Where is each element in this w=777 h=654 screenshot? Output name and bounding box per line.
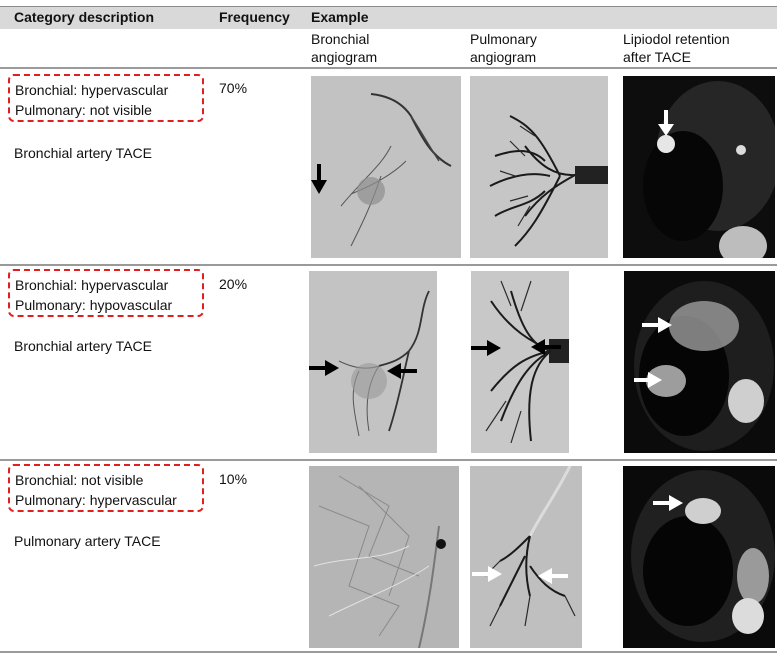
category-pulmonary-label: Pulmonary: hypovascular <box>15 297 173 313</box>
category-pulmonary-label: Pulmonary: hypervascular <box>15 492 177 508</box>
subheader-line: Bronchial <box>311 31 370 47</box>
category-pulmonary-label: Pulmonary: not visible <box>15 102 152 118</box>
subheader-pulmonary-angiogram: Pulmonary angiogram <box>470 30 537 66</box>
frequency-row1: 70% <box>219 80 248 96</box>
category-box-row1: Bronchial: hypervascular Pulmonary: not … <box>8 74 204 122</box>
category-box-row2: Bronchial: hypervascular Pulmonary: hypo… <box>8 269 204 317</box>
subheader-line: angiogram <box>470 49 537 65</box>
bottom-rule <box>0 651 777 653</box>
category-bronchial-label: Bronchial: not visible <box>15 472 144 488</box>
category-bronchial-label: Bronchial: hypervascular <box>15 82 169 98</box>
bronchial-angiogram-row3 <box>309 466 459 648</box>
subheader-line: after TACE <box>623 49 691 65</box>
row-divider <box>0 67 777 69</box>
ct-lipiodol-row2 <box>624 271 775 453</box>
treatment-row3: Pulmonary artery TACE <box>14 533 161 549</box>
subheader-line: Pulmonary <box>470 31 537 47</box>
top-rule <box>0 6 777 7</box>
row-divider <box>0 264 777 266</box>
bronchial-angiogram-row2 <box>309 271 437 453</box>
header-band <box>0 7 777 29</box>
subheader-bronchial-angiogram: Bronchial angiogram <box>311 30 377 66</box>
pulmonary-angiogram-row3 <box>470 466 582 648</box>
treatment-row2: Bronchial artery TACE <box>14 338 152 354</box>
frequency-row2: 20% <box>219 276 248 292</box>
treatment-row1: Bronchial artery TACE <box>14 145 152 161</box>
bronchial-angiogram-row1 <box>311 76 461 258</box>
header-frequency: Frequency <box>219 9 290 25</box>
subheader-line: angiogram <box>311 49 378 65</box>
pulmonary-angiogram-row1 <box>470 76 608 258</box>
header-example: Example <box>311 9 369 25</box>
row-divider <box>0 459 777 461</box>
ct-lipiodol-row1 <box>623 76 775 258</box>
subheader-line: Lipiodol retention <box>623 31 730 47</box>
ct-lipiodol-row3 <box>623 466 775 648</box>
category-box-row3: Bronchial: not visible Pulmonary: hyperv… <box>8 464 204 512</box>
category-bronchial-label: Bronchial: hypervascular <box>15 277 169 293</box>
subheader-lipiodol-retention: Lipiodol retention after TACE <box>623 30 730 66</box>
header-category-description: Category description <box>14 9 155 25</box>
frequency-row3: 10% <box>219 471 248 487</box>
pulmonary-angiogram-row2 <box>471 271 569 453</box>
